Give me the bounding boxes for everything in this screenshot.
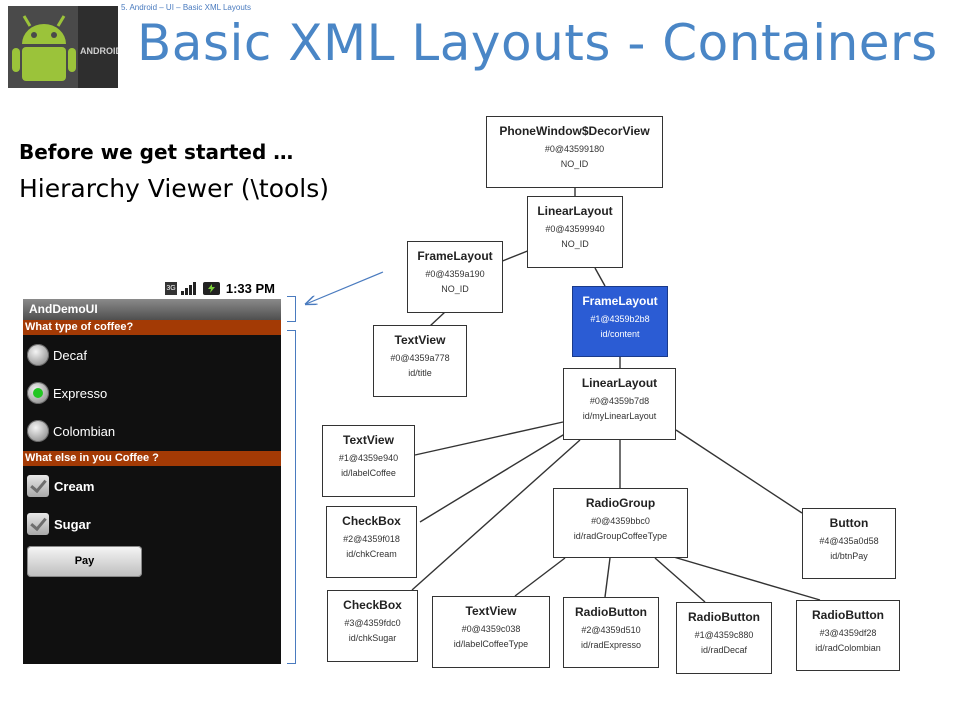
page-title: Basic XML Layouts - Containers — [137, 14, 938, 72]
node-name: RadioButton — [688, 610, 760, 624]
section-header-extras: What else in you Coffee ? — [23, 451, 281, 466]
node-name: TextView — [394, 333, 446, 347]
svg-text:ANDROID: ANDROID — [80, 46, 118, 56]
node-id: id/radExpresso — [580, 640, 642, 650]
pointer-arrow — [306, 271, 384, 304]
node-checkbox-sugar[interactable]: CheckBox #3@4359fdc0 id/chkSugar — [327, 590, 418, 662]
node-radio-expresso[interactable]: RadioButton #2@4359d510 id/radExpresso — [563, 597, 659, 668]
node-hash: #0@43599940 — [545, 224, 605, 234]
section-header-coffee-type: What type of coffee? — [23, 320, 281, 335]
radio-colombian[interactable]: Colombian — [27, 418, 115, 444]
checkbox-cream[interactable]: Cream — [27, 473, 94, 499]
checkbox-indicator[interactable] — [27, 513, 49, 535]
node-name: RadioButton — [575, 605, 647, 619]
intro-heading: Before we get started … — [19, 140, 294, 164]
node-hash: #0@4359a190 — [425, 269, 485, 279]
battery-icon — [203, 282, 220, 295]
bracket-content — [287, 330, 296, 664]
node-name: FrameLayout — [582, 294, 658, 308]
node-id: id/title — [408, 368, 432, 378]
node-hash: #3@4359fdc0 — [344, 618, 401, 628]
pay-button[interactable]: Pay — [27, 546, 142, 577]
section-header-label: What type of coffee? — [25, 321, 134, 333]
node-frame-layout-content[interactable]: FrameLayout #1@4359b2b8 id/content — [572, 286, 668, 357]
node-id: id/radDecaf — [700, 645, 748, 655]
app-title-bar: AndDemoUI — [23, 299, 281, 320]
node-linear-layout-main[interactable]: LinearLayout #0@4359b7d8 id/myLinearLayo… — [563, 368, 676, 440]
node-id: id/btnPay — [830, 551, 868, 561]
node-decor-view[interactable]: PhoneWindow$DecorView #0@43599180 NO_ID — [486, 116, 663, 188]
radio-indicator[interactable] — [27, 420, 49, 442]
bracket-title — [287, 296, 296, 322]
node-id: NO_ID — [561, 239, 589, 249]
status-time: 1:33 PM — [225, 281, 275, 296]
checkbox-sugar[interactable]: Sugar — [27, 511, 91, 537]
node-id: NO_ID — [560, 159, 589, 169]
checkbox-label: Cream — [54, 478, 95, 494]
android-logo: ANDROID — [8, 6, 118, 88]
node-checkbox-cream[interactable]: CheckBox #2@4359f018 id/chkCream — [326, 506, 417, 578]
node-hash: #0@4359bbc0 — [591, 516, 650, 526]
node-textview-label-coffee[interactable]: TextView #1@4359e940 id/labelCoffee — [322, 425, 415, 497]
radio-label: Decaf — [53, 347, 87, 363]
node-name: FrameLayout — [417, 249, 493, 263]
radio-decaf[interactable]: Decaf — [27, 342, 87, 368]
node-hash: #0@43599180 — [544, 144, 605, 154]
node-name: PhoneWindow$DecorView — [499, 124, 650, 138]
node-id: id/chkCream — [346, 549, 397, 559]
node-hash: #0@4359a778 — [390, 353, 450, 363]
node-hash: #0@4359b7d8 — [589, 396, 650, 406]
node-linear-layout-root[interactable]: LinearLayout #0@43599940 NO_ID — [527, 196, 623, 268]
radio-label: Expresso — [53, 385, 108, 401]
node-name: LinearLayout — [581, 376, 658, 390]
node-hash: #2@4359f018 — [343, 534, 400, 544]
node-name: CheckBox — [342, 514, 401, 528]
node-hash: #0@4359c038 — [461, 624, 521, 634]
radio-expresso[interactable]: Expresso — [27, 380, 107, 406]
node-id: id/labelCoffee — [341, 468, 396, 478]
node-name: TextView — [465, 604, 517, 618]
node-textview-title[interactable]: TextView #0@4359a778 id/title — [373, 325, 467, 397]
node-name: LinearLayout — [537, 204, 613, 218]
node-radio-colombian[interactable]: RadioButton #3@4359df28 id/radColombian — [796, 600, 900, 671]
node-id: id/myLinearLayout — [582, 411, 657, 421]
node-frame-layout-title[interactable]: FrameLayout #0@4359a190 NO_ID — [407, 241, 503, 313]
network-3g-icon: 3G — [165, 282, 177, 295]
node-radio-decaf[interactable]: RadioButton #1@4359c880 id/radDecaf — [676, 602, 772, 674]
node-id: id/chkSugar — [348, 633, 397, 643]
node-hash: #4@435a0d58 — [819, 536, 879, 546]
node-hash: #1@4359e940 — [338, 453, 399, 463]
node-textview-label-coffee-type[interactable]: TextView #0@4359c038 id/labelCoffeeType — [432, 596, 550, 668]
node-radio-group[interactable]: RadioGroup #0@4359bbc0 id/radGroupCoffee… — [553, 488, 688, 558]
radio-label: Colombian — [53, 423, 116, 439]
node-name: TextView — [343, 433, 394, 447]
intro-subheading: Hierarchy Viewer (\tools) — [19, 174, 330, 203]
node-id: id/labelCoffeeType — [453, 639, 529, 649]
breadcrumb: 5. Android – UI – Basic XML Layouts — [121, 3, 251, 12]
section-header-label: What else in you Coffee ? — [25, 452, 159, 464]
radio-indicator[interactable] — [27, 382, 49, 404]
node-id: id/radGroupCoffeeType — [573, 531, 668, 541]
app-title: AndDemoUI — [29, 302, 98, 316]
radio-indicator[interactable] — [27, 344, 49, 366]
node-name: Button — [829, 516, 869, 530]
signal-icon — [181, 282, 197, 295]
node-name: CheckBox — [343, 598, 402, 612]
node-hash: #2@4359d510 — [581, 625, 641, 635]
node-button-pay[interactable]: Button #4@435a0d58 id/btnPay — [802, 508, 896, 579]
status-bar: 3G 1:33 PM — [23, 279, 281, 299]
node-name: RadioGroup — [585, 496, 656, 510]
phone-screen: 3G 1:33 PM AndDemoUI What type of coffee… — [23, 279, 281, 664]
node-id: NO_ID — [441, 284, 469, 294]
node-id: id/radColombian — [815, 643, 881, 653]
node-id: id/content — [600, 329, 640, 339]
checkbox-label: Sugar — [54, 516, 91, 532]
node-hash: #1@4359b2b8 — [590, 314, 650, 324]
checkbox-indicator[interactable] — [27, 475, 49, 497]
node-name: RadioButton — [812, 608, 884, 622]
node-hash: #1@4359c880 — [694, 630, 754, 640]
node-hash: #3@4359df28 — [819, 628, 877, 638]
